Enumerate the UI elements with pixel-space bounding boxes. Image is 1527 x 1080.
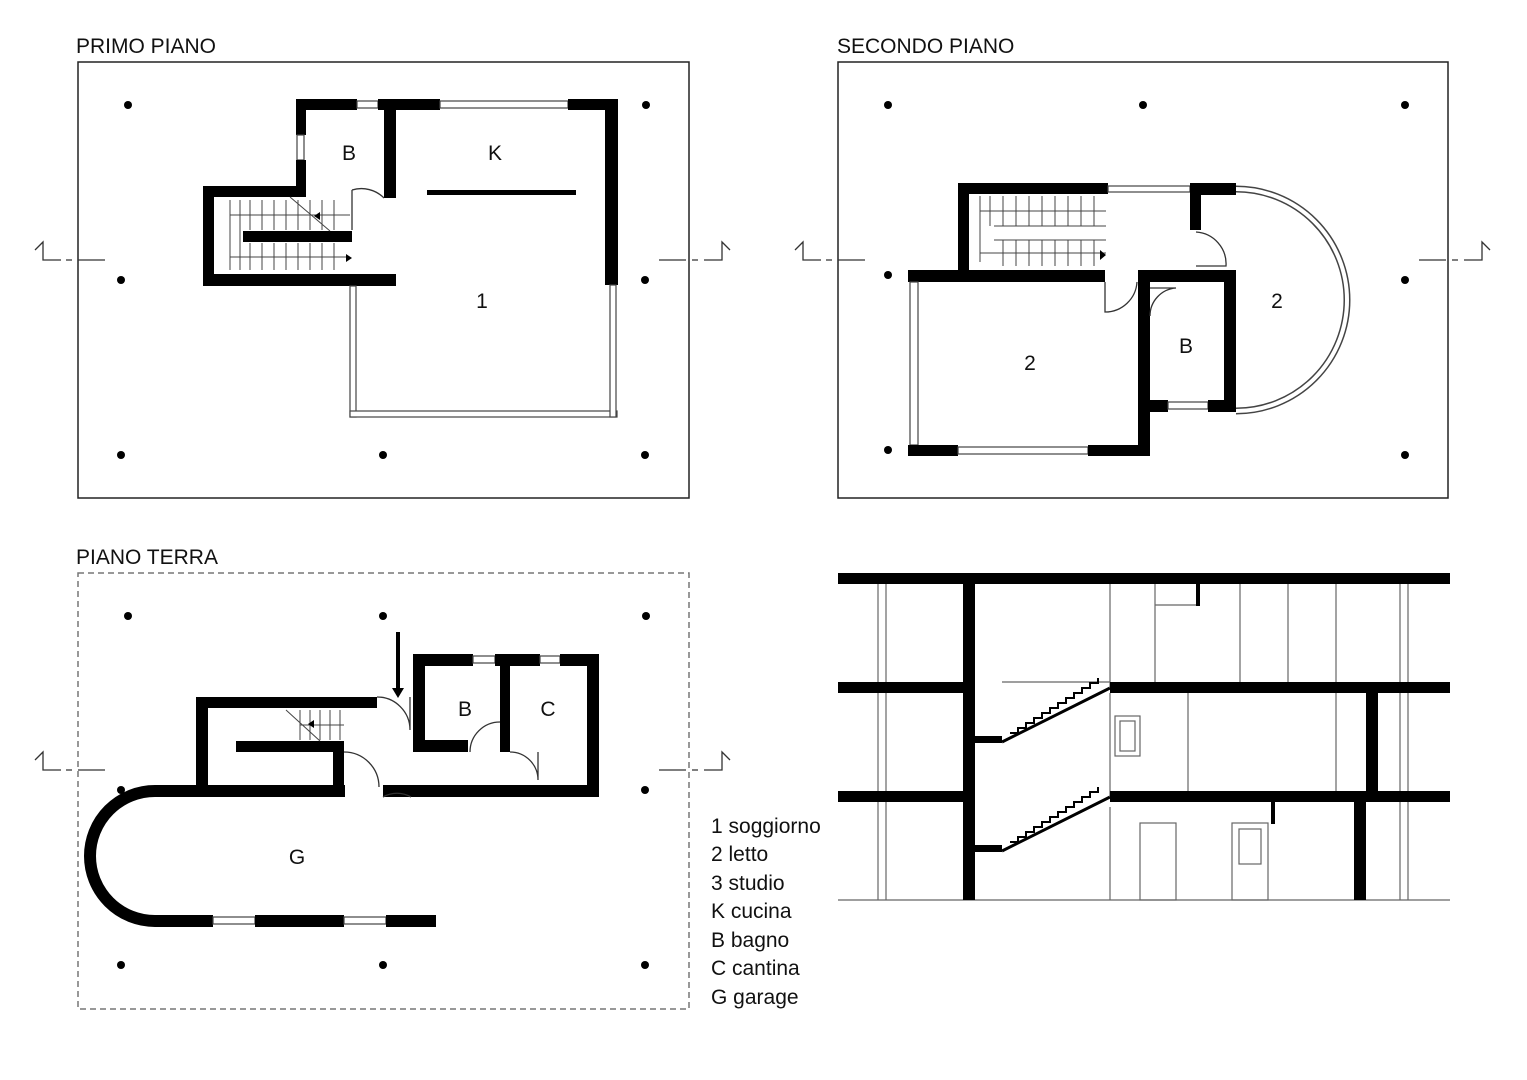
section-stairs bbox=[1001, 678, 1111, 853]
plan-primo-piano: PRIMO PIANO bbox=[34, 35, 731, 499]
section-marker bbox=[794, 240, 865, 261]
columns bbox=[117, 612, 650, 969]
section-slabs bbox=[838, 573, 1450, 900]
walls bbox=[908, 183, 1351, 456]
room-label: K bbox=[488, 142, 502, 165]
room-label: B bbox=[342, 142, 356, 165]
walls bbox=[203, 99, 618, 418]
section-marker bbox=[34, 750, 105, 771]
legend-item: B bagno bbox=[711, 929, 789, 952]
section-marker bbox=[659, 240, 731, 261]
section-marker bbox=[1419, 240, 1491, 261]
legend-item: C cantina bbox=[711, 957, 800, 980]
plan-frame bbox=[77, 572, 690, 1010]
plan-secondo-piano: SECONDO PIANO bbox=[794, 35, 1491, 499]
room-label: 2 bbox=[1024, 352, 1036, 375]
section-marker bbox=[659, 750, 731, 771]
legend-item: 3 studio bbox=[711, 872, 785, 895]
plan-title: PRIMO PIANO bbox=[76, 35, 216, 58]
section-marker bbox=[34, 240, 105, 261]
legend-item: 1 soggiorno bbox=[711, 815, 821, 838]
legend-item: K cucina bbox=[711, 900, 792, 923]
legend: 1 soggiorno 2 letto 3 studio K cucina B … bbox=[711, 815, 821, 1009]
plan-frame bbox=[77, 61, 690, 499]
building-section bbox=[838, 573, 1450, 901]
plan-title: SECONDO PIANO bbox=[837, 35, 1014, 58]
room-label: B bbox=[458, 698, 472, 721]
section-thin-lines bbox=[838, 584, 1450, 901]
plan-frame bbox=[837, 61, 1449, 499]
room-label: 1 bbox=[476, 290, 488, 313]
room-label: 2 bbox=[1271, 290, 1283, 313]
legend-item: 2 letto bbox=[711, 843, 768, 866]
legend-item: G garage bbox=[711, 986, 799, 1009]
room-label: B bbox=[1179, 335, 1193, 358]
plan-title: PIANO TERRA bbox=[76, 546, 218, 569]
room-label: G bbox=[289, 846, 305, 869]
plan-piano-terra: PIANO TERRA bbox=[34, 546, 731, 1010]
columns bbox=[884, 101, 1409, 459]
walls bbox=[84, 632, 599, 927]
columns bbox=[117, 101, 650, 459]
room-label: C bbox=[540, 698, 555, 721]
